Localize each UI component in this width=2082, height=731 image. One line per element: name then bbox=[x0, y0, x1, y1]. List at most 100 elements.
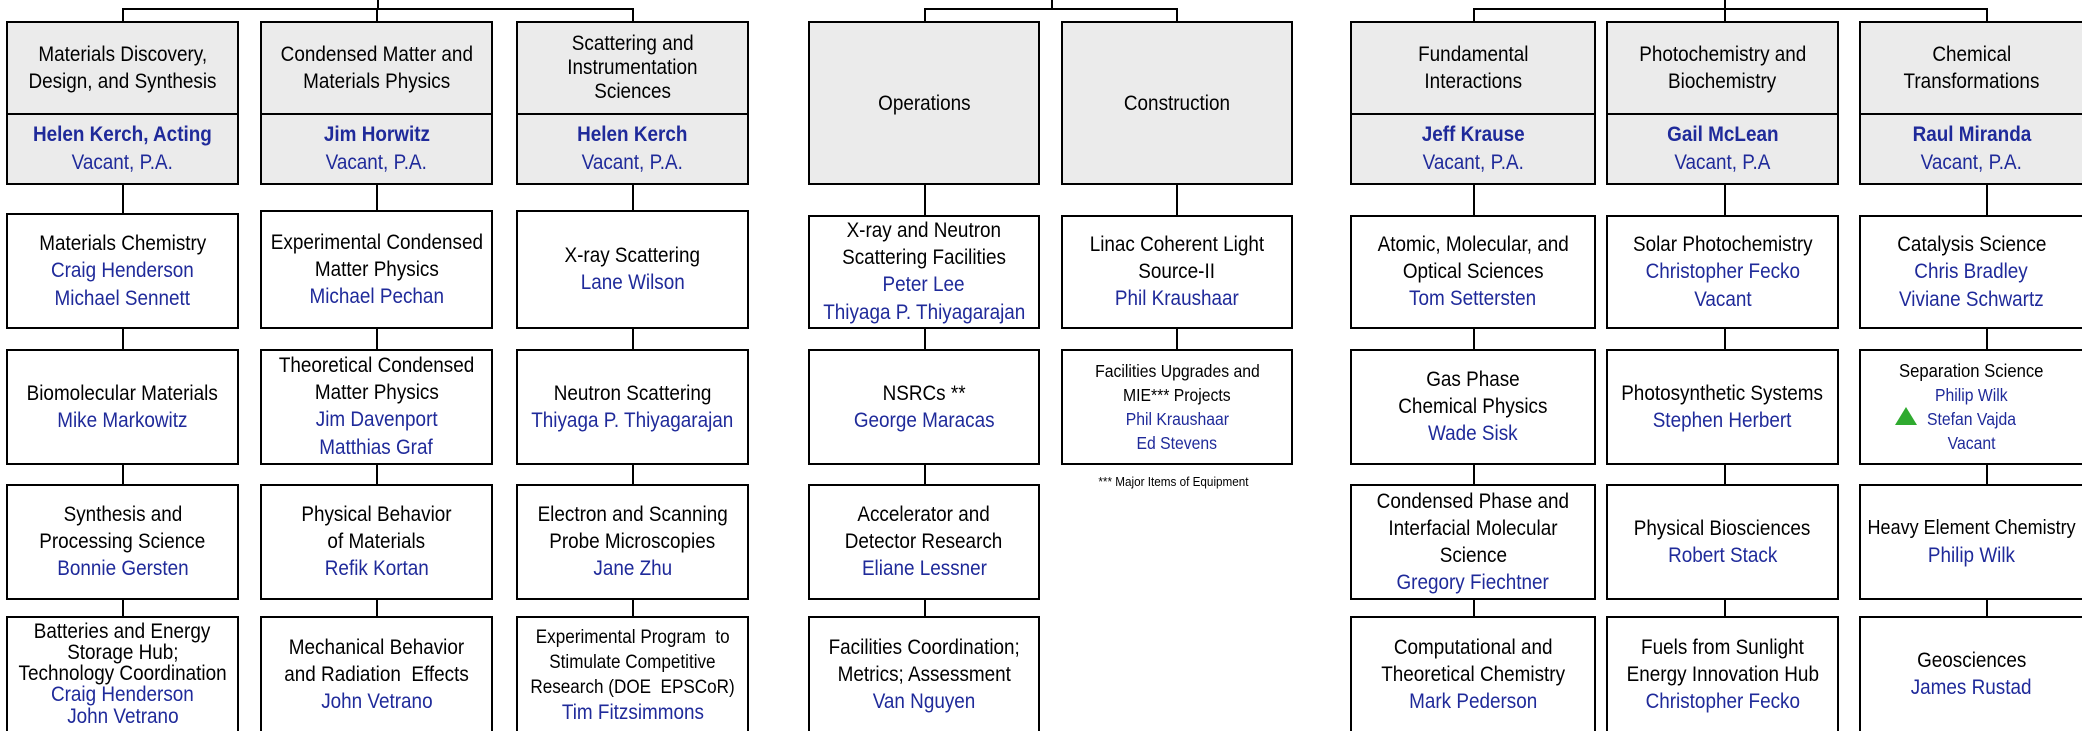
team-member: Vacant bbox=[1693, 287, 1752, 311]
team-title: Condensed Phase and bbox=[1376, 489, 1570, 513]
division-header-chemical-transformations: Chemical Transformations Raul Miranda Va… bbox=[1859, 21, 2082, 185]
team-box: Mechanical Behavior and Radiation Effect… bbox=[260, 616, 493, 731]
team-title: Neutron Scattering bbox=[553, 381, 712, 405]
team-member: Michael Sennett bbox=[54, 286, 191, 310]
team-title: Accelerator and bbox=[857, 503, 991, 526]
team-title: Theoretical Condensed bbox=[278, 354, 475, 377]
team-title: Gas Phase bbox=[1426, 368, 1520, 391]
division-header-photochemistry: Photochemistry and Biochemistry Gail McL… bbox=[1606, 21, 1839, 185]
team-box: Theoretical Condensed Matter Physics Jim… bbox=[260, 349, 493, 465]
team-title: Mechanical Behavior bbox=[288, 635, 465, 659]
team-box: Separation Science Philip Wilk Stefan Va… bbox=[1859, 349, 2082, 465]
footnote: *** Major Items of Equipment bbox=[1098, 474, 1249, 489]
team-title: Biomolecular Materials bbox=[26, 381, 219, 405]
team-member: Philip Wilk bbox=[1935, 385, 2008, 405]
team-member: Peter Lee bbox=[883, 273, 965, 296]
team-title: Physical Biosciences bbox=[1634, 516, 1811, 540]
team-member: Eliane Lessner bbox=[861, 557, 987, 580]
green-triangle-icon bbox=[1895, 407, 1917, 425]
connector-line bbox=[122, 8, 634, 10]
team-title: Geosciences bbox=[1916, 649, 2027, 672]
team-title: Metrics; Assessment bbox=[837, 662, 1011, 686]
connector-line bbox=[1724, 0, 1726, 9]
division-title: Materials Physics bbox=[302, 70, 451, 93]
team-title: Synthesis and bbox=[63, 503, 182, 526]
team-box: Solar Photochemistry Christopher Fecko V… bbox=[1606, 215, 1839, 329]
team-title: Source-II bbox=[1138, 260, 1216, 283]
division-title: Biochemistry bbox=[1668, 70, 1777, 93]
division-title: Construction bbox=[1123, 91, 1231, 115]
division-title: Photochemistry and bbox=[1638, 43, 1807, 66]
team-title: Computational and bbox=[1393, 635, 1553, 659]
team-box: Condensed Phase and Interfacial Molecula… bbox=[1350, 484, 1596, 600]
team-member: Thiyaga P. Thiyagarajan bbox=[531, 408, 734, 432]
connector-line bbox=[924, 8, 1178, 10]
team-title: Electron and Scanning bbox=[537, 503, 728, 526]
connector-line bbox=[1724, 8, 1726, 22]
team-title: Interfacial Molecular bbox=[1388, 516, 1558, 540]
team-member: Tom Settersten bbox=[1409, 287, 1537, 310]
division-title: Sciences bbox=[594, 80, 671, 103]
team-member: Christopher Fecko bbox=[1645, 259, 1800, 283]
division-title: Operations bbox=[877, 91, 971, 115]
team-title: Energy Innovation Hub bbox=[1626, 662, 1819, 686]
team-member: Robert Stack bbox=[1667, 543, 1778, 567]
team-box: Electron and Scanning Probe Microscopies… bbox=[516, 484, 749, 600]
team-title: Experimental Program to bbox=[535, 626, 730, 648]
division-lead: Raul Miranda bbox=[1912, 123, 2031, 146]
team-box: Synthesis and Processing Science Bonnie … bbox=[6, 484, 239, 600]
team-box: Fuels from Sunlight Energy Innovation Hu… bbox=[1606, 616, 1839, 731]
connector-line bbox=[924, 8, 926, 22]
division-lead: Jeff Krause bbox=[1421, 123, 1525, 146]
division-title: Materials Discovery, bbox=[38, 43, 207, 66]
team-member: Wade Sisk bbox=[1428, 422, 1518, 445]
team-box: X-ray Scattering Lane Wilson bbox=[516, 210, 749, 329]
team-member: Phil Kraushaar bbox=[1125, 409, 1229, 429]
team-member: Refik Kortan bbox=[324, 557, 429, 580]
team-title: Batteries and Energy bbox=[34, 620, 211, 643]
team-box: Batteries and Energy Storage Hub; Techno… bbox=[6, 616, 239, 731]
team-box: X-ray and Neutron Scattering Facilities … bbox=[808, 215, 1040, 329]
team-box: Catalysis Science Chris Bradley Viviane … bbox=[1859, 215, 2082, 329]
team-title: Theoretical Chemistry bbox=[1381, 662, 1565, 686]
team-title: Optical Sciences bbox=[1402, 260, 1544, 283]
team-member: Mike Markowitz bbox=[57, 408, 188, 432]
connector-line bbox=[376, 8, 378, 22]
division-title: Chemical bbox=[1932, 43, 2011, 66]
team-box: Linac Coherent Light Source-II Phil Krau… bbox=[1061, 215, 1293, 329]
team-title: Materials Chemistry bbox=[38, 231, 206, 255]
team-member: Jane Zhu bbox=[593, 557, 672, 580]
team-title: Probe Microscopies bbox=[549, 530, 716, 553]
team-title: Solar Photochemistry bbox=[1632, 232, 1813, 256]
team-box: Computational and Theoretical Chemistry … bbox=[1350, 616, 1596, 731]
team-box: Experimental Program to Stimulate Compet… bbox=[516, 616, 749, 731]
team-box: Facilities Upgrades and MIE*** Projects … bbox=[1061, 349, 1293, 465]
team-box: Facilities Coordination; Metrics; Assess… bbox=[808, 616, 1040, 731]
team-member: Mark Pederson bbox=[1408, 689, 1538, 713]
team-box: Materials Chemistry Craig Henderson Mich… bbox=[6, 213, 239, 329]
team-title: Facilities Coordination; bbox=[828, 635, 1020, 659]
team-member: Van Nguyen bbox=[872, 689, 976, 713]
division-header-operations: Operations bbox=[808, 21, 1040, 185]
division-pa: Vacant, P.A bbox=[1674, 151, 1771, 174]
team-member: James Rustad bbox=[1911, 676, 2032, 699]
team-title: Catalysis Science bbox=[1896, 232, 2047, 256]
division-pa: Vacant, P.A. bbox=[581, 151, 684, 174]
division-title: Instrumentation bbox=[567, 56, 698, 79]
team-box: Experimental Condensed Matter Physics Mi… bbox=[260, 210, 493, 329]
connector-line bbox=[1051, 0, 1053, 9]
team-member: Gregory Fiechtner bbox=[1396, 570, 1550, 594]
division-title: Interactions bbox=[1424, 70, 1522, 93]
team-member: Thiyaga P. Thiyagarajan bbox=[822, 301, 1026, 324]
team-member: Stephen Herbert bbox=[1653, 408, 1792, 432]
team-box: Physical Behavior of Materials Refik Kor… bbox=[260, 484, 493, 600]
team-box: Physical Biosciences Robert Stack bbox=[1606, 484, 1839, 600]
team-member: Stefan Vajda bbox=[1926, 409, 2017, 429]
team-member: Chris Bradley bbox=[1914, 259, 2029, 283]
team-title: Experimental Condensed bbox=[270, 230, 483, 254]
division-lead: Gail McLean bbox=[1666, 123, 1779, 146]
team-box: Biomolecular Materials Mike Markowitz bbox=[6, 349, 239, 465]
division-title: Condensed Matter and bbox=[280, 43, 473, 66]
connector-line bbox=[377, 0, 379, 9]
team-title: Photosynthetic Systems bbox=[1621, 381, 1824, 405]
